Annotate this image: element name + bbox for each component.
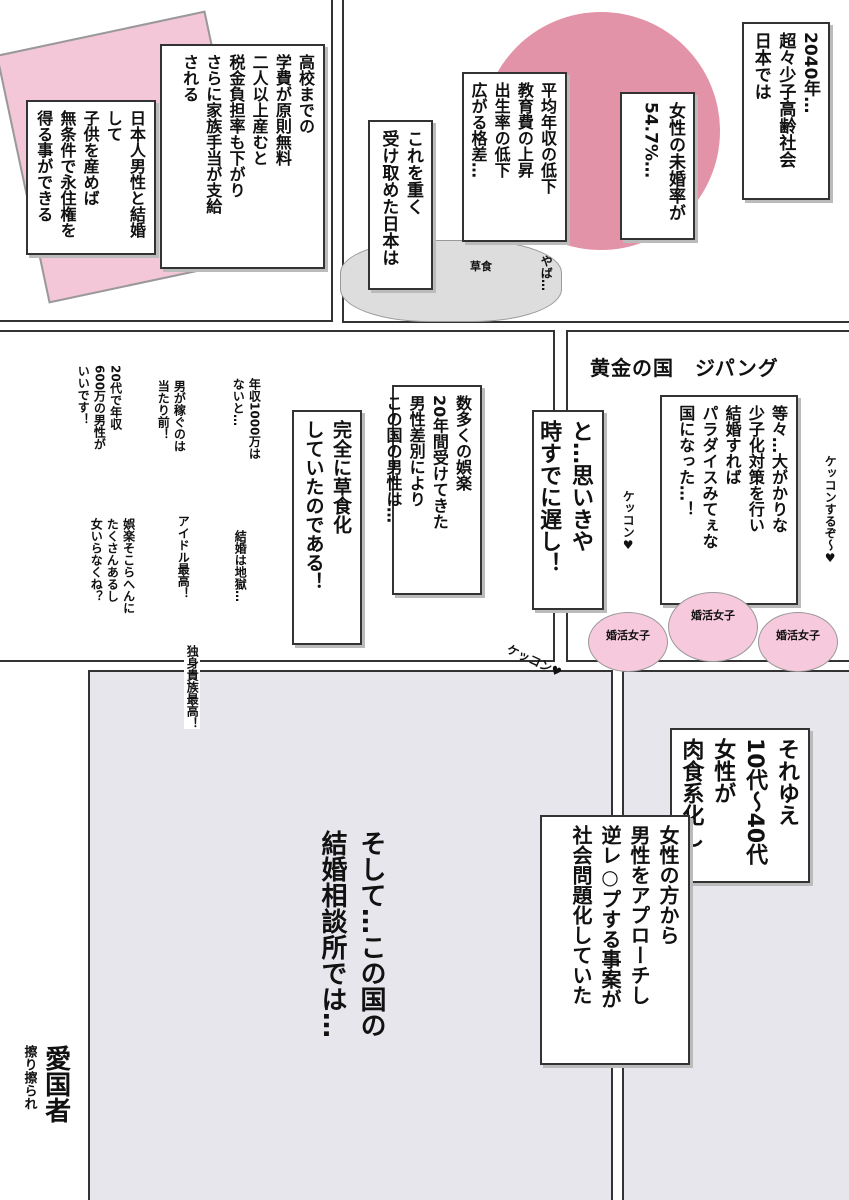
policy-box: 高校までの学費が原則無料二人以上産むと税金負担率も下がりさらに家族手当が支給され… — [160, 44, 325, 269]
text-line: 女性の方から — [656, 825, 680, 945]
text-line: 女性の未婚率が — [665, 102, 685, 221]
text-line: これを重く — [403, 130, 423, 215]
text-line: 受け取めた日本は — [378, 130, 399, 266]
text-line: 愛国者 — [40, 1045, 71, 1123]
paradise-box: 等々…大がかりな少子化対策を行い結婚すればパラダイスみてぇな国になった…！ — [660, 395, 798, 605]
text-line: いいです！ — [76, 365, 91, 425]
signature-logo: 愛国者擦り擦られ — [20, 1045, 73, 1123]
text-line: ないと… — [231, 378, 246, 426]
text-line: 少子化対策を行い — [745, 405, 765, 533]
voice: 結婚は地獄… — [233, 530, 248, 602]
text-line: 男性差別により — [406, 395, 426, 507]
year-box: 2040年…超々少子高齢社会日本では — [742, 22, 830, 200]
text-line: 結婚相談所では… — [317, 830, 347, 1038]
text-line: 年収1000万は — [247, 378, 262, 460]
text-line: 国になった…！ — [676, 405, 696, 517]
text-line: 社会問題化していた — [569, 825, 593, 1005]
text-line: 数多くの娯楽 — [453, 395, 472, 491]
text-line: 教育費の上昇 — [514, 82, 534, 178]
approach-box: 女性の方から男性をアプローチし逆レ○プする事案が社会問題化していた — [540, 815, 690, 1065]
text-line: そして…この国の — [356, 830, 386, 1038]
text-line: 二人以上産むと — [249, 54, 269, 166]
text-line: 女いらなくね？ — [89, 518, 104, 602]
panel-title: 黄金の国 ジパング — [590, 356, 779, 380]
badge-konkatsu: 婚活女子 — [668, 592, 758, 662]
text-line: と…思いきや — [568, 420, 593, 552]
too-late-box: と…思いきや時すでに遅し！ — [532, 410, 604, 610]
voice: 娯楽そこらへんにたくさんあるし女いらなくね？ — [88, 518, 137, 614]
text-line: 得る事ができる — [34, 110, 54, 222]
response-box: これを重く受け取めた日本は — [368, 120, 433, 290]
text-line: 日本では — [750, 32, 771, 100]
label-soushoku: 草食 — [470, 260, 492, 273]
sfx-yaba: やば… — [539, 255, 554, 291]
text-line: 超々少子高齢社会 — [775, 32, 796, 168]
text-line: さらに家族手当が支給 — [203, 54, 223, 214]
text-line: 54.7%… — [640, 102, 661, 178]
voice: 独身貴族最高！ — [184, 645, 201, 729]
text-line: 日本人男性と結婚して — [103, 110, 146, 238]
shout-kekkon: ケッコン♥ — [621, 490, 636, 552]
text-line: 結婚すれば — [722, 405, 742, 485]
panel-marriage-agency — [88, 670, 613, 1200]
text-line: 600万の男性が — [92, 365, 107, 451]
text-line: 男性をアプローチし — [627, 825, 651, 1005]
text-line: 10代〜40代女性が — [710, 738, 768, 866]
voice: アイドル最高！ — [176, 515, 191, 599]
text-line: 擦り擦られ — [21, 1045, 37, 1110]
text-line: 2040年… — [800, 32, 820, 114]
text-line: 子供を産めば — [80, 110, 100, 206]
text-line: 税金負担率も下がり — [226, 54, 246, 198]
text-line: 20代で年収 — [108, 365, 123, 430]
narration: そして…この国の結婚相談所では… — [312, 830, 390, 1038]
text-line: 20年間受けてきた — [429, 395, 449, 530]
text-line: される — [180, 54, 200, 102]
text-line: 時すでに遅し！ — [536, 420, 562, 574]
herbivore-box: 完全に草食化していたのである！ — [292, 410, 362, 645]
text-line: この国の男性は… — [383, 395, 403, 523]
text-line: 学費が原則無料 — [272, 54, 292, 166]
text-line: 広がる格差… — [468, 82, 488, 178]
voice: 男が稼ぐのは当たり前！ — [155, 380, 187, 452]
text-line: それゆえ — [774, 738, 799, 826]
illustration-crowd — [340, 240, 562, 322]
text-line: していたのである！ — [302, 420, 325, 591]
text-line: 男が稼ぐのは — [172, 380, 187, 452]
shout-kekkon-suruzo: ケッコンするぞ〜♥ — [823, 455, 838, 565]
badge-konkatsu: 婚活女子 — [758, 612, 838, 672]
text-line: たくさんあるし — [105, 518, 120, 602]
residency-box: 日本人男性と結婚して子供を産めば無条件で永住権を得る事ができる — [26, 100, 156, 255]
text-line: 逆レ○プする事案が — [598, 825, 622, 1009]
text-line: 当たり前！ — [156, 380, 171, 440]
text-line: 完全に草食化 — [330, 420, 352, 534]
causes-box: 平均年収の低下教育費の上昇出生率の低下広がる格差… — [462, 72, 567, 242]
text-line: 等々…大がかりな — [769, 405, 788, 533]
text-line: パラダイスみてぇな — [699, 405, 719, 549]
text-line: 無条件で永住権を — [57, 110, 77, 238]
text-line: 高校までの — [296, 54, 315, 134]
text-line: 平均年収の低下 — [538, 82, 557, 194]
voice: 年収1000万はないと… — [230, 378, 262, 459]
badge-konkatsu: 婚活女子 — [588, 612, 668, 672]
text-line: 娯楽そこらへんに — [121, 518, 136, 614]
text-line: 出生率の低下 — [491, 82, 511, 178]
